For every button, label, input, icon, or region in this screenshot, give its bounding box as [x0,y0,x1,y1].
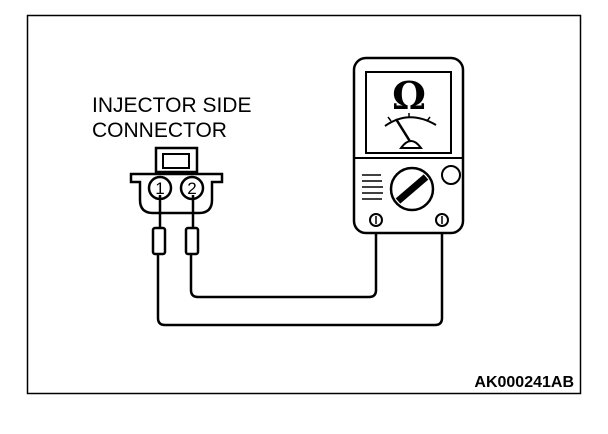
connector-icon [129,146,224,215]
meter-selector-knob [395,174,429,204]
ohm-symbol: Ω [392,73,426,118]
connector-title-line2: CONNECTOR [92,119,227,142]
meter-needle-pivot [399,140,423,149]
figure-code: AK000241AB [474,374,574,391]
meter-scale-tick-1 [387,116,392,122]
meter-needle [394,118,413,144]
connector-title-line1: INJECTOR SIDE [92,94,251,117]
lead-wires [156,226,444,327]
ohmmeter-icon [352,56,465,235]
meter-scale-tick-3 [426,116,431,122]
diagram-frame [26,14,582,395]
pin-2-label: 2 [187,179,196,198]
lead-wire-pin-2 [189,226,378,299]
meter-zero-adjust [441,165,461,185]
meter-scale-arc [384,116,437,127]
connector-body [129,172,224,215]
lead-wire-pin-1 [156,226,444,327]
meter-range-marks [362,174,383,200]
pin-1-label: 1 [155,179,164,198]
connector-latch-inner [162,153,190,169]
